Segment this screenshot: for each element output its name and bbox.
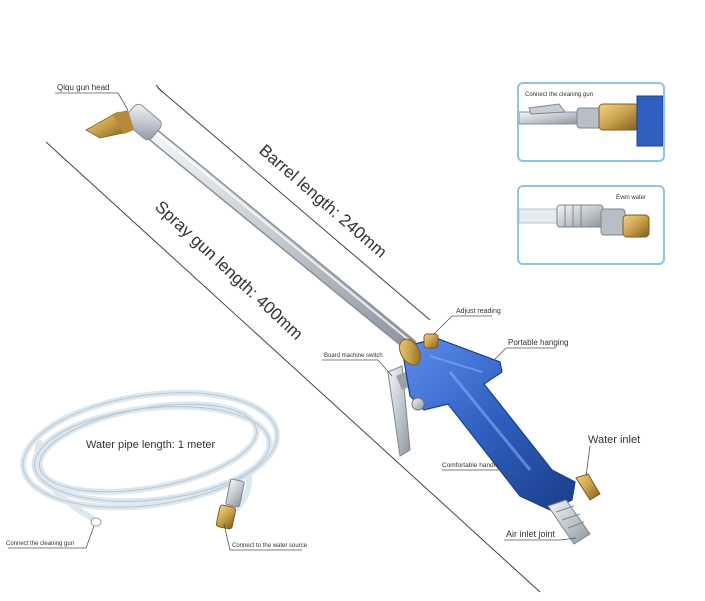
inset-bottom-label: Even water (616, 195, 647, 201)
pivot-screw (411, 397, 425, 411)
label-board-switch: Board machine switch (324, 353, 383, 359)
label-connect-water-source: Connect to the water source (232, 543, 308, 549)
gun-dimension-line (45, 141, 541, 593)
label-comfortable-handle: Comfortable handle (442, 462, 499, 469)
inset-top-label: Connect the cleaning gun (525, 92, 594, 98)
label-portable-hanging: Portable hanging (508, 338, 569, 347)
inset-even-water: Even water (517, 185, 665, 265)
gun-body (401, 337, 576, 511)
barrel-dimension-line (157, 87, 431, 321)
adjust-knob (423, 333, 439, 349)
label-gun-head: Qiqu gun head (57, 83, 110, 92)
inset-even-water-illustration (519, 204, 650, 238)
label-water-pipe-length: Water pipe length: 1 meter (86, 439, 216, 451)
barrel-collar (399, 338, 421, 366)
elbow-joint (124, 103, 162, 141)
label-connect-cleaning-gun: Connect the cleaning gun (6, 541, 74, 547)
inset-connect-illustration (519, 95, 663, 147)
label-air-inlet-joint: Air inlet joint (506, 529, 556, 539)
hose-open-end (90, 517, 102, 527)
label-water-inlet: Water inlet (588, 434, 640, 446)
water-inlet-fitting (575, 473, 601, 501)
label-adjust-reading: Adjust reading (456, 308, 501, 315)
inset-connect-cleaning-gun: Connect the cleaning gun (517, 82, 665, 162)
hose-fitting (225, 478, 245, 508)
trigger-lever (387, 365, 411, 457)
label-spray-gun-length: Spray gun length: 400mm (151, 197, 306, 344)
